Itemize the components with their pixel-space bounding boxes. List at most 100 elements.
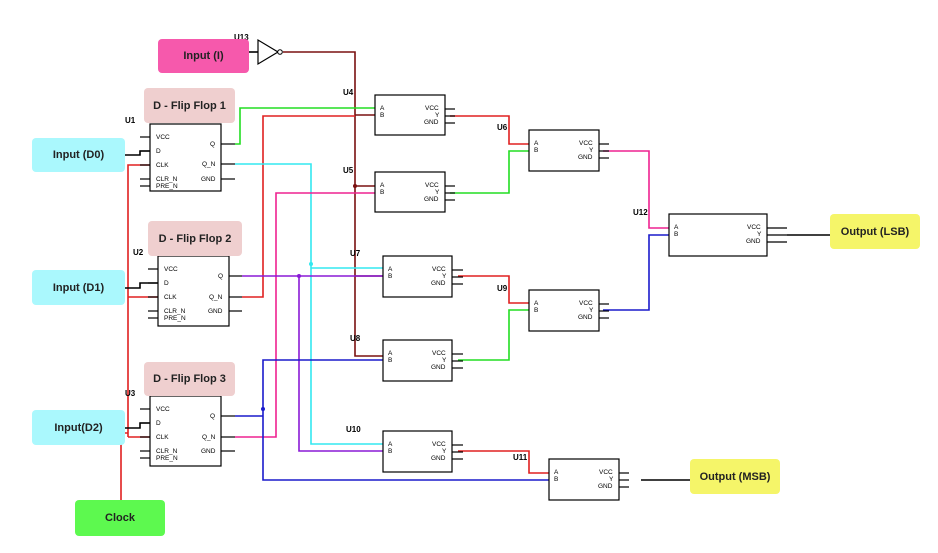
pin-a: A xyxy=(674,224,679,231)
pin-vcc: VCC xyxy=(579,300,593,307)
wire-u6-y xyxy=(603,150,669,229)
output-lsb-terminal[interactable]: Output (LSB) xyxy=(830,214,920,249)
pin-vcc: VCC xyxy=(432,266,446,273)
part-label-u9: U9 xyxy=(497,284,508,293)
clock-terminal[interactable]: Clock xyxy=(75,500,165,536)
pin-vcc: VCC xyxy=(425,105,439,112)
pin-b: B xyxy=(380,189,384,196)
pin-y: Y xyxy=(442,448,447,455)
pin-y: Y xyxy=(435,112,440,119)
wire-u5-y xyxy=(450,150,529,194)
wire-u10-y xyxy=(458,450,549,474)
gate-u7: A B VCC Y GND U7 xyxy=(350,249,463,298)
pin-pre: PRE_N xyxy=(156,183,178,190)
gate-u4: A B VCC Y GND U4 xyxy=(343,88,455,136)
input-d2-terminal[interactable]: Input(D2) xyxy=(32,410,125,445)
flip-flop-1-label: D - Flip Flop 1 xyxy=(144,88,235,123)
junction xyxy=(297,274,301,278)
pin-y: Y xyxy=(435,189,440,196)
gate-u6: A B VCC Y GND U6 xyxy=(497,123,609,172)
pin-vcc: VCC xyxy=(164,266,178,273)
wires xyxy=(120,51,830,500)
part-label-u2: U2 xyxy=(133,248,144,257)
input-i-terminal[interactable]: Input (I) xyxy=(158,39,249,73)
input-d0-terminal[interactable]: Input (D0) xyxy=(32,138,125,172)
flip-flop-u2: VCC D CLK CLR_N PRE_N Q Q_N GND U2 xyxy=(133,248,242,327)
junction xyxy=(353,184,357,188)
pin-clr: CLR_N xyxy=(156,176,178,183)
wire-ff1-q xyxy=(235,107,375,145)
pin-b: B xyxy=(388,357,392,364)
output-msb-terminal[interactable]: Output (MSB) xyxy=(690,459,780,494)
pin-vcc: VCC xyxy=(747,224,761,231)
pin-q: Q xyxy=(210,413,215,420)
part-label-u7: U7 xyxy=(350,249,361,258)
part-label-u6: U6 xyxy=(497,123,508,132)
part-label-u5: U5 xyxy=(343,166,354,175)
pin-y: Y xyxy=(589,307,594,314)
part-label-u1: U1 xyxy=(125,116,136,125)
pin-y: Y xyxy=(589,147,594,154)
pin-b: B xyxy=(388,273,392,280)
flip-flop-2-label: D - Flip Flop 2 xyxy=(148,221,242,256)
pin-qn: Q_N xyxy=(209,294,223,301)
pin-vcc: VCC xyxy=(579,140,593,147)
gate-u10: A B VCC Y GND U10 xyxy=(346,425,463,473)
flip-flop-u1: VCC D CLK CLR_N PRE_N Q Q_N GND U1 xyxy=(125,116,235,192)
pin-pre: PRE_N xyxy=(164,315,186,322)
pin-q: Q xyxy=(210,141,215,148)
pin-vcc: VCC xyxy=(599,469,613,476)
pin-d: D xyxy=(164,280,169,287)
pin-vcc: VCC xyxy=(432,350,446,357)
pin-clk: CLK xyxy=(164,294,177,301)
pin-vcc: VCC xyxy=(156,406,170,413)
junction xyxy=(309,262,313,266)
wire-u7-y xyxy=(458,275,529,304)
pin-gnd: GND xyxy=(578,314,593,321)
input-d1-terminal[interactable]: Input (D1) xyxy=(32,270,125,305)
wire-u8-y xyxy=(458,309,529,361)
wire-ff3-q xyxy=(235,359,549,481)
pin-vcc: VCC xyxy=(432,441,446,448)
pin-b: B xyxy=(674,231,678,238)
part-label-u10: U10 xyxy=(346,425,361,434)
pin-gnd: GND xyxy=(424,196,439,203)
flip-flop-u3: VCC D CLK CLR_N PRE_N Q Q_N GND U3 xyxy=(125,389,235,467)
pin-pre: PRE_N xyxy=(156,455,178,462)
wire-ff2-q xyxy=(242,275,383,452)
pin-y: Y xyxy=(757,231,762,238)
pin-b: B xyxy=(534,147,538,154)
pin-a: A xyxy=(380,182,385,189)
pin-gnd: GND xyxy=(424,119,439,126)
wire-ff2-qn xyxy=(242,115,355,298)
pin-clr: CLR_N xyxy=(156,448,178,455)
part-label-u11: U11 xyxy=(513,453,528,462)
gate-u9: A B VCC Y GND U9 xyxy=(497,284,609,332)
pin-gnd: GND xyxy=(598,483,613,490)
pin-b: B xyxy=(380,112,384,119)
wire-u9-y xyxy=(603,234,669,311)
pin-a: A xyxy=(380,105,385,112)
part-label-u13: U13 xyxy=(234,33,249,42)
pin-gnd: GND xyxy=(431,364,446,371)
pin-clk: CLK xyxy=(156,434,169,441)
pin-a: A xyxy=(388,350,393,357)
pin-gnd: GND xyxy=(431,280,446,287)
wire-input-d1 xyxy=(125,282,158,289)
pin-vcc: VCC xyxy=(425,182,439,189)
part-label-u12: U12 xyxy=(633,208,648,217)
pin-gnd: GND xyxy=(208,308,223,315)
pin-y: Y xyxy=(609,476,614,483)
pin-b: B xyxy=(534,307,538,314)
gate-u11: A B VCC Y GND U11 xyxy=(513,453,629,501)
pin-y: Y xyxy=(442,273,447,280)
wire-input-d0 xyxy=(125,150,150,156)
pin-gnd: GND xyxy=(201,176,216,183)
pin-a: A xyxy=(388,441,393,448)
pin-vcc: VCC xyxy=(156,134,170,141)
pin-y: Y xyxy=(442,357,447,364)
inverter-u13: U13 xyxy=(234,33,283,66)
pin-qn: Q_N xyxy=(202,161,216,168)
wire-ff3-qn xyxy=(235,192,375,438)
